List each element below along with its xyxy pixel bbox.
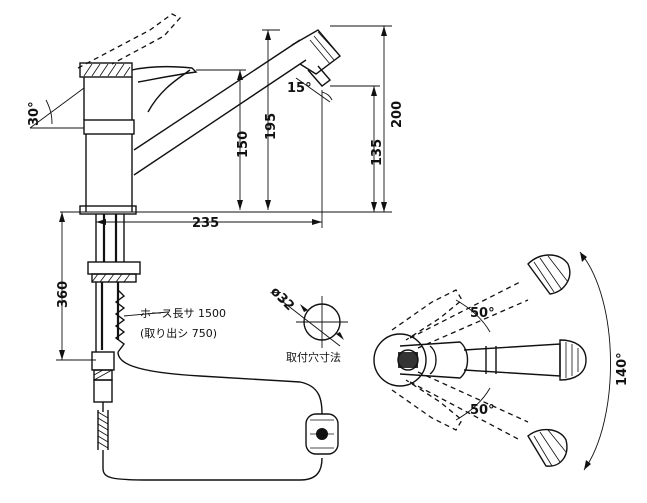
faucet-top-view <box>373 251 611 471</box>
dim-200-label: 200 <box>390 101 405 128</box>
mount-hole-symbol <box>277 296 348 348</box>
dim-360-label: 360 <box>56 281 71 308</box>
dim-50-upper-label: 50° <box>470 306 495 321</box>
hose-length-label: ホース長サ 1500 <box>140 307 226 320</box>
dim-135-label: 135 <box>370 139 385 166</box>
faucet-side-view <box>29 13 342 215</box>
hose-takeout-label: (取り出シ 750) <box>140 326 217 340</box>
mount-hole-label: 取付穴寸法 <box>286 350 341 364</box>
dim-195-label: 195 <box>264 113 279 140</box>
dim-235-label: 235 <box>192 216 219 231</box>
dim-30-label: 30° <box>27 101 42 126</box>
dim-140-label: 140° <box>615 352 630 386</box>
dimension-labels: 30° 15° 150 195 200 135 235 360 ø32 50° … <box>27 81 630 418</box>
dim-50-lower-label: 50° <box>470 403 495 418</box>
dim-15-label: 15° <box>287 81 312 96</box>
dimension-lines <box>56 25 392 361</box>
shank-and-hose <box>87 214 339 481</box>
dim-150-label: 150 <box>236 131 251 158</box>
